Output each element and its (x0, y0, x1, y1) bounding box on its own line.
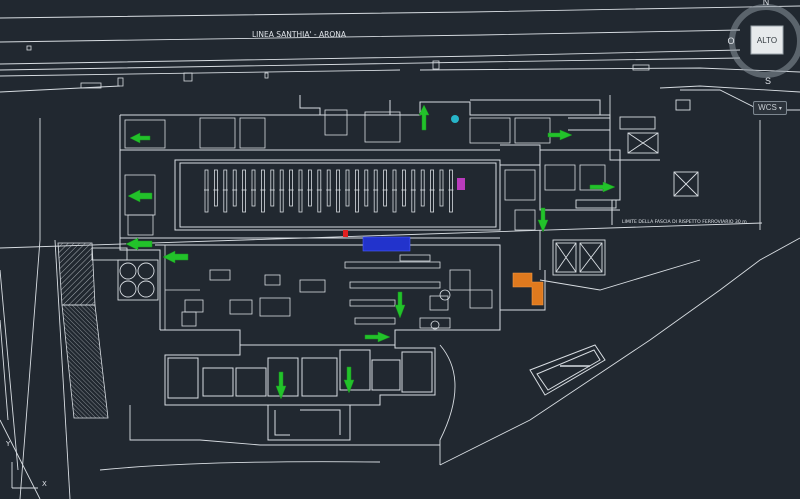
machine-unit (392, 169, 397, 213)
compass-west-label[interactable]: O (727, 36, 734, 46)
machine-unit (260, 169, 265, 213)
right-equipment (552, 99, 699, 276)
arrow-right-3 (364, 331, 391, 343)
arrow-down-4 (343, 366, 355, 394)
arrow-down-2 (394, 291, 406, 319)
machine-unit (420, 169, 425, 207)
tank-cluster (91, 247, 159, 301)
red-marker (343, 230, 348, 237)
orange-equipment-block (512, 272, 544, 306)
railway-lines (0, 5, 800, 93)
arrow-down-1 (537, 207, 549, 233)
machine-unit (354, 169, 359, 213)
hatched-area-lower (61, 304, 109, 419)
machine-unit (307, 169, 312, 207)
compass-south-label[interactable]: S (765, 76, 771, 86)
svg-text:Y: Y (5, 440, 11, 448)
machine-unit (204, 169, 209, 213)
arrow-left-2 (127, 189, 153, 203)
viewcube-top-face[interactable] (750, 25, 784, 55)
machine-unit (298, 169, 303, 213)
basin-structure (529, 344, 606, 396)
machine-unit (270, 169, 275, 207)
magenta-label (457, 178, 465, 190)
machine-unit (213, 169, 218, 207)
svg-text:X: X (42, 480, 47, 488)
site-boundary (99, 85, 800, 471)
machine-unit (448, 169, 453, 213)
arrow-left-4 (162, 250, 189, 264)
viewcube-compass-ring[interactable] (729, 4, 800, 78)
machine-unit (439, 169, 444, 207)
arrow-left-3 (125, 237, 153, 251)
arrow-left-1 (129, 132, 151, 144)
wcs-dropdown-button[interactable]: WCS▾ (753, 101, 787, 115)
arrow-up-1 (418, 104, 430, 131)
machine-unit (242, 169, 247, 213)
arrow-right-1 (547, 129, 573, 141)
blue-equipment-block (362, 236, 411, 252)
machine-unit (336, 169, 341, 213)
machine-unit (364, 169, 369, 207)
machine-unit (411, 169, 416, 213)
machine-unit (430, 169, 435, 213)
railway-label: LINEA SANTHIA' - ARONA (252, 30, 347, 39)
escape-arrows (125, 104, 616, 400)
machine-unit (373, 169, 378, 213)
machine-unit (383, 169, 388, 207)
machine-unit (401, 169, 406, 207)
wcs-label: WCS (758, 103, 777, 112)
machine-unit (251, 169, 256, 207)
arrow-down-3 (275, 371, 287, 400)
viewcube-top-label: ALTO (757, 36, 777, 45)
compass-north-label[interactable]: N (763, 0, 770, 7)
machine-unit (345, 169, 350, 207)
ucs-icon: Y X (5, 440, 47, 489)
arrow-right-2 (589, 181, 616, 193)
machine-rows (204, 169, 454, 213)
office-block (164, 344, 436, 441)
machine-unit (232, 169, 237, 207)
machine-unit (279, 169, 284, 213)
left-tracks (0, 118, 71, 499)
rail-markers (26, 45, 650, 89)
machine-unit (289, 169, 294, 207)
machine-unit (223, 169, 228, 213)
upper-rooms (124, 109, 606, 236)
machine-unit (317, 169, 322, 213)
viewcube[interactable]: ALTO N S O (727, 0, 800, 86)
setback-label: LIMITE DELLA FASCIA DI RISPETTO FERROVIA… (622, 219, 747, 225)
machine-unit (326, 169, 331, 207)
cyan-marker (451, 115, 459, 123)
lower-hall-equipment (164, 245, 493, 330)
chevron-down-icon: ▾ (778, 106, 782, 112)
hatched-area-upper (57, 242, 96, 306)
